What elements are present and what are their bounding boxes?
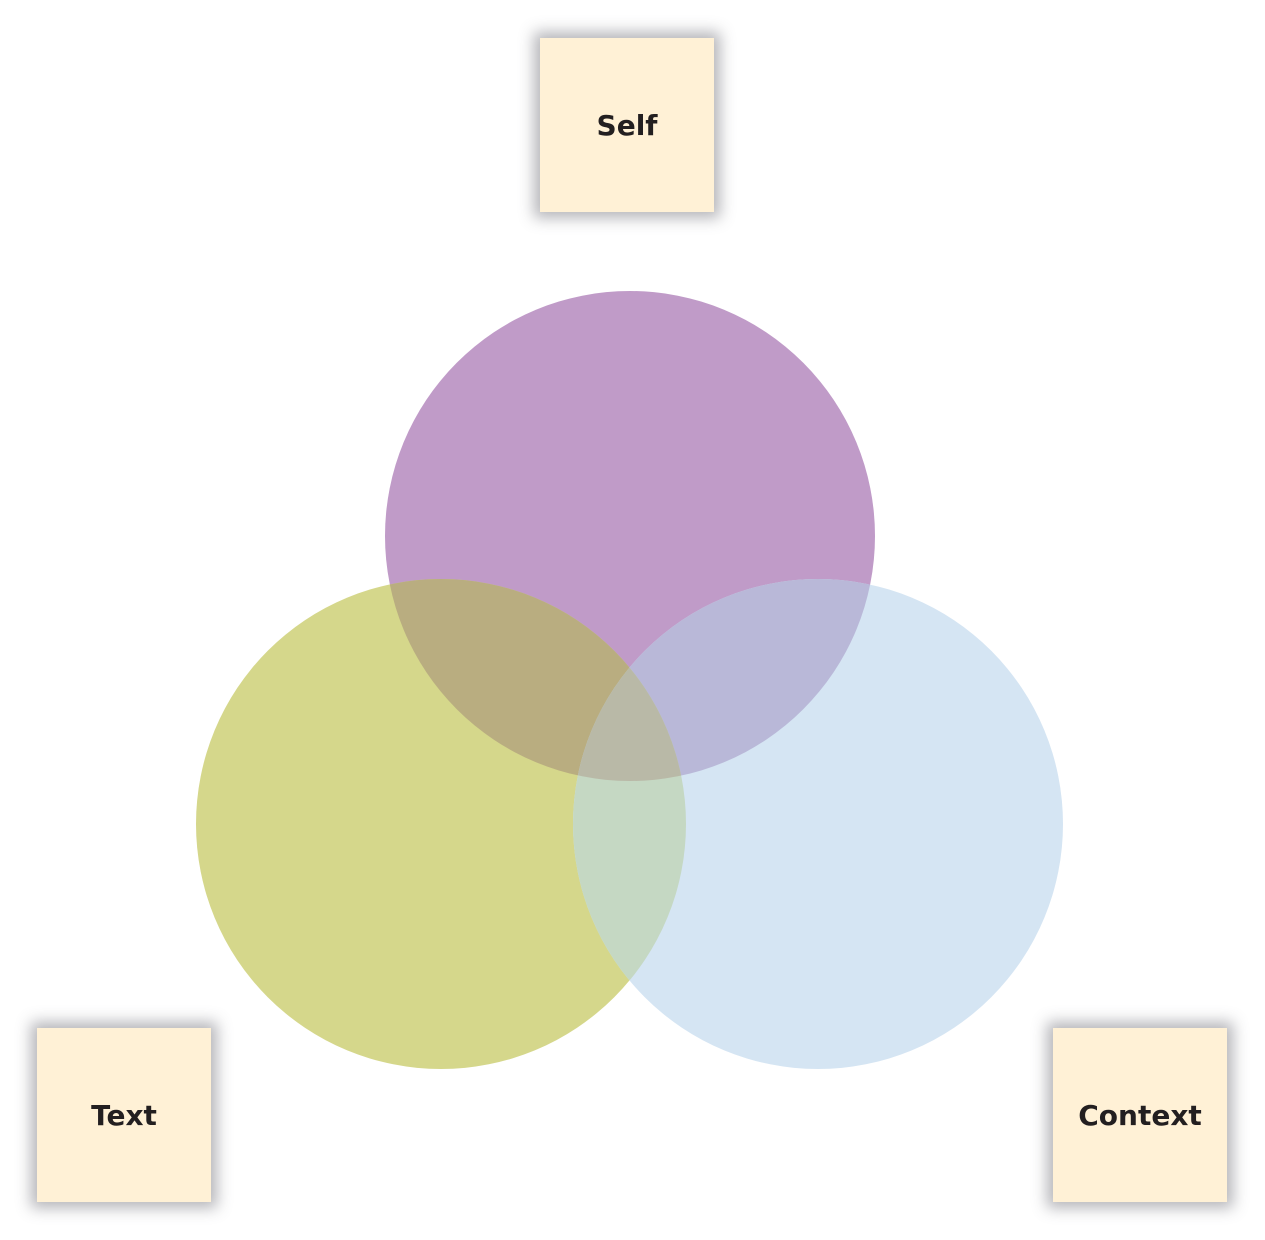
context-label: Context [1078, 1098, 1202, 1132]
self-text-overlap [385, 579, 686, 781]
self-context-overlap [573, 579, 875, 781]
self-label: Self [596, 108, 658, 142]
text-label: Text [91, 1098, 157, 1132]
context-box: Context [1053, 1028, 1227, 1202]
text-box: Text [37, 1028, 211, 1202]
self-box: Self [540, 38, 714, 212]
